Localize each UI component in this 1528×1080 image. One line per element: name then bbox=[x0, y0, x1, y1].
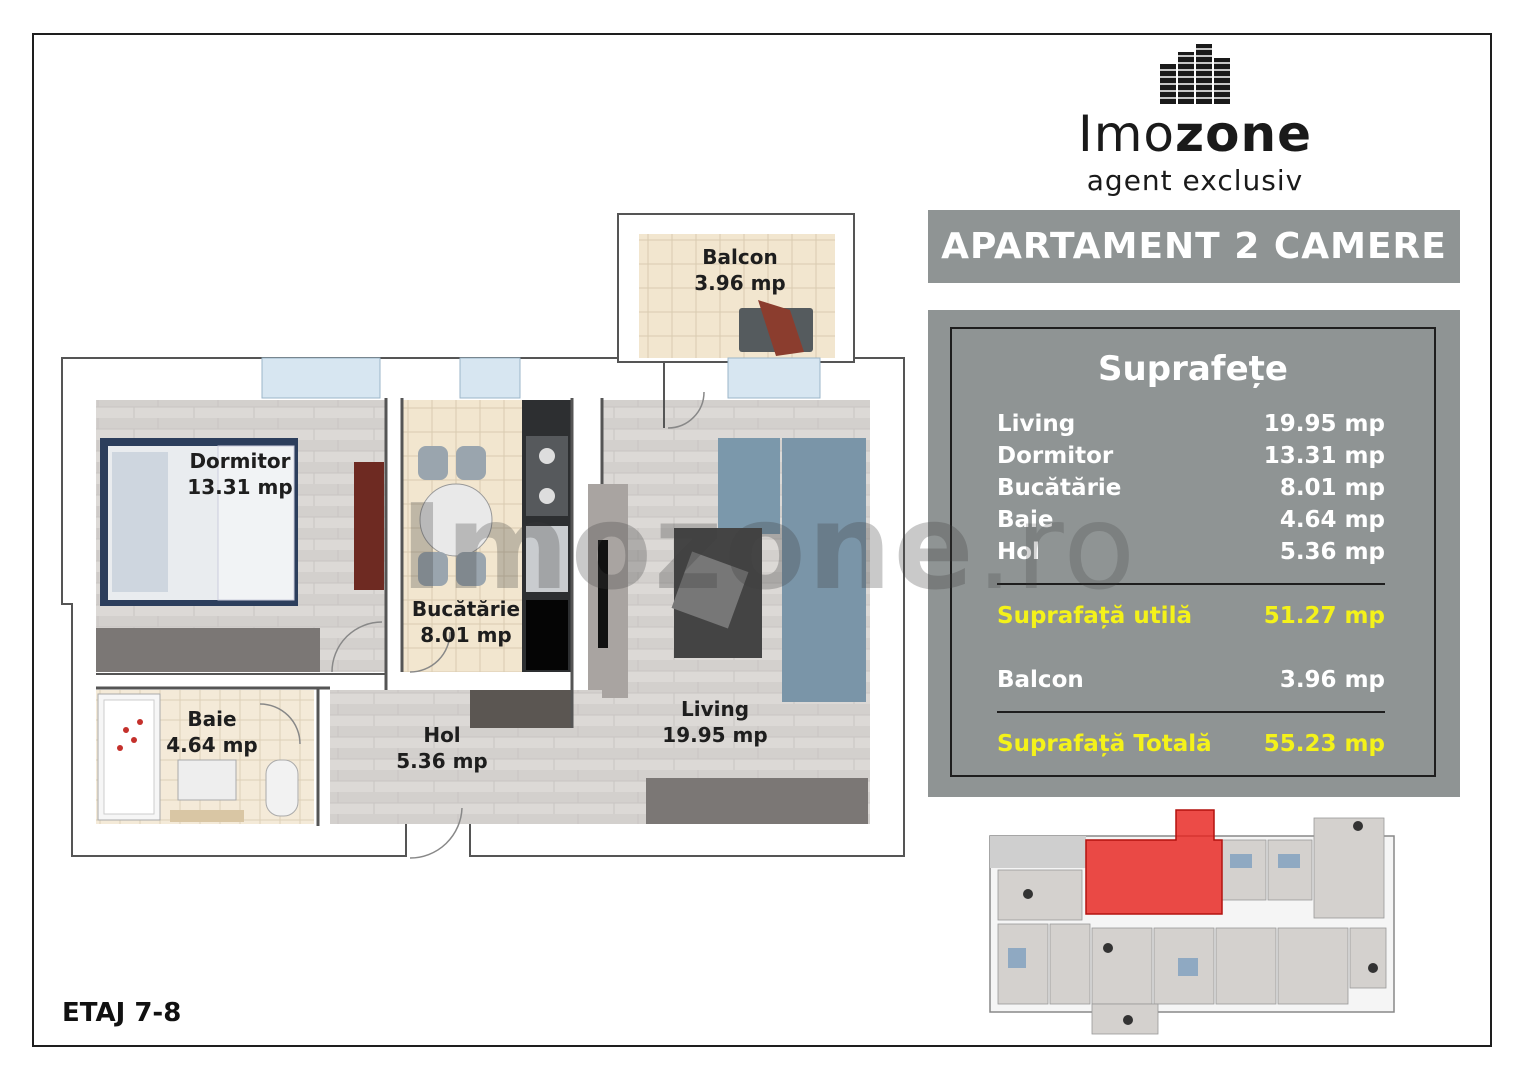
kitchen-table bbox=[419, 483, 493, 557]
room-name: Balcon bbox=[702, 245, 778, 269]
floor-label: ETAJ 7-8 bbox=[62, 998, 182, 1028]
surface-label: Suprafață Totală bbox=[997, 731, 1212, 757]
surface-row: Hol 5.36 mp bbox=[997, 539, 1385, 571]
room-label-living: Living 19.95 mp bbox=[655, 696, 775, 748]
stove-burner bbox=[539, 448, 555, 464]
surface-row: Bucătărie 8.01 mp bbox=[997, 475, 1385, 507]
surface-value: 51.27 mp bbox=[1263, 603, 1385, 629]
window bbox=[727, 357, 821, 399]
surface-label: Baie bbox=[997, 507, 1054, 533]
sofa bbox=[782, 438, 866, 702]
chair bbox=[456, 446, 486, 480]
total-surface-row: Suprafață Totală 55.23 mp bbox=[997, 731, 1385, 763]
chair bbox=[418, 446, 448, 480]
bed-pillows bbox=[112, 452, 168, 592]
window bbox=[459, 357, 521, 399]
surface-label: Bucătărie bbox=[997, 475, 1122, 501]
brand-name: Imozone bbox=[1070, 105, 1320, 163]
surface-label: Living bbox=[997, 411, 1076, 437]
room-area: 8.01 mp bbox=[420, 623, 512, 647]
armchair bbox=[718, 438, 780, 534]
room-label-bucatarie: Bucătărie 8.01 mp bbox=[406, 596, 526, 648]
bed-duvet bbox=[217, 445, 295, 601]
room-area: 4.64 mp bbox=[166, 733, 258, 757]
room-label-hol: Hol 5.36 mp bbox=[382, 722, 502, 774]
fridge bbox=[526, 600, 568, 670]
stove-burner bbox=[539, 488, 555, 504]
surface-row: Baie 4.64 mp bbox=[997, 507, 1385, 539]
room-name: Bucătărie bbox=[411, 597, 521, 621]
surface-label: Balcon bbox=[997, 667, 1084, 693]
toilet bbox=[265, 759, 299, 817]
room-area: 5.36 mp bbox=[396, 749, 488, 773]
hall-cabinet bbox=[470, 690, 572, 728]
surface-value: 13.31 mp bbox=[1263, 443, 1385, 469]
divider bbox=[997, 583, 1385, 585]
rug-pattern bbox=[671, 551, 749, 629]
window bbox=[261, 357, 381, 399]
bath-shelf bbox=[170, 810, 244, 822]
surface-value: 55.23 mp bbox=[1263, 731, 1385, 757]
surface-value: 19.95 mp bbox=[1263, 411, 1385, 437]
room-name: Baie bbox=[187, 707, 237, 731]
surfaces-panel: Suprafețe Living 19.95 mp Dormitor 13.31… bbox=[928, 310, 1460, 797]
surface-label: Suprafață utilă bbox=[997, 603, 1192, 629]
room-area: 19.95 mp bbox=[662, 723, 768, 747]
living-cabinet bbox=[646, 778, 868, 824]
room-label-balcon: Balcon 3.96 mp bbox=[680, 244, 800, 296]
sink bbox=[526, 526, 568, 592]
room-area: 13.31 mp bbox=[187, 475, 293, 499]
balcony-surface-row: Balcon 3.96 mp bbox=[997, 667, 1385, 699]
room-area: 3.96 mp bbox=[694, 271, 786, 295]
listing-title: APARTAMENT 2 CAMERE bbox=[928, 210, 1460, 283]
divider bbox=[997, 711, 1385, 713]
surface-value: 8.01 mp bbox=[1279, 475, 1385, 501]
useful-surface-row: Suprafață utilă 51.27 mp bbox=[997, 603, 1385, 635]
surface-row: Living 19.95 mp bbox=[997, 411, 1385, 443]
sink bbox=[177, 759, 237, 801]
surface-label: Dormitor bbox=[997, 443, 1114, 469]
room-name: Living bbox=[680, 697, 750, 721]
room-label-dormitor: Dormitor 13.31 mp bbox=[180, 448, 300, 500]
surfaces-heading: Suprafețe bbox=[1098, 349, 1288, 389]
brand-name-light: Imo bbox=[1077, 105, 1176, 163]
surfaces-box: Suprafețe Living 19.95 mp Dormitor 13.31… bbox=[950, 327, 1436, 777]
balcony-blanket bbox=[758, 300, 804, 356]
surface-value: 5.36 mp bbox=[1279, 539, 1385, 565]
room-label-baie: Baie 4.64 mp bbox=[152, 706, 272, 758]
brand-name-bold: zone bbox=[1175, 105, 1312, 163]
bedroom-cabinet bbox=[96, 628, 320, 672]
building-key-plan bbox=[989, 809, 1395, 1035]
highlighted-apartment bbox=[1085, 809, 1223, 915]
room-name: Hol bbox=[423, 723, 461, 747]
chair bbox=[456, 552, 486, 586]
wardrobe bbox=[354, 462, 384, 590]
chair bbox=[418, 552, 448, 586]
room-name: Dormitor bbox=[189, 449, 291, 473]
tv bbox=[598, 540, 608, 648]
surface-row: Dormitor 13.31 mp bbox=[997, 443, 1385, 475]
page-frame bbox=[32, 33, 1492, 1047]
brand-tagline: agent exclusiv bbox=[1086, 164, 1304, 197]
surface-value: 4.64 mp bbox=[1279, 507, 1385, 533]
building-logo-icon bbox=[1158, 44, 1232, 104]
bathtub-inner bbox=[103, 699, 155, 815]
surface-value: 3.96 mp bbox=[1279, 667, 1385, 693]
surface-label: Hol bbox=[997, 539, 1040, 565]
